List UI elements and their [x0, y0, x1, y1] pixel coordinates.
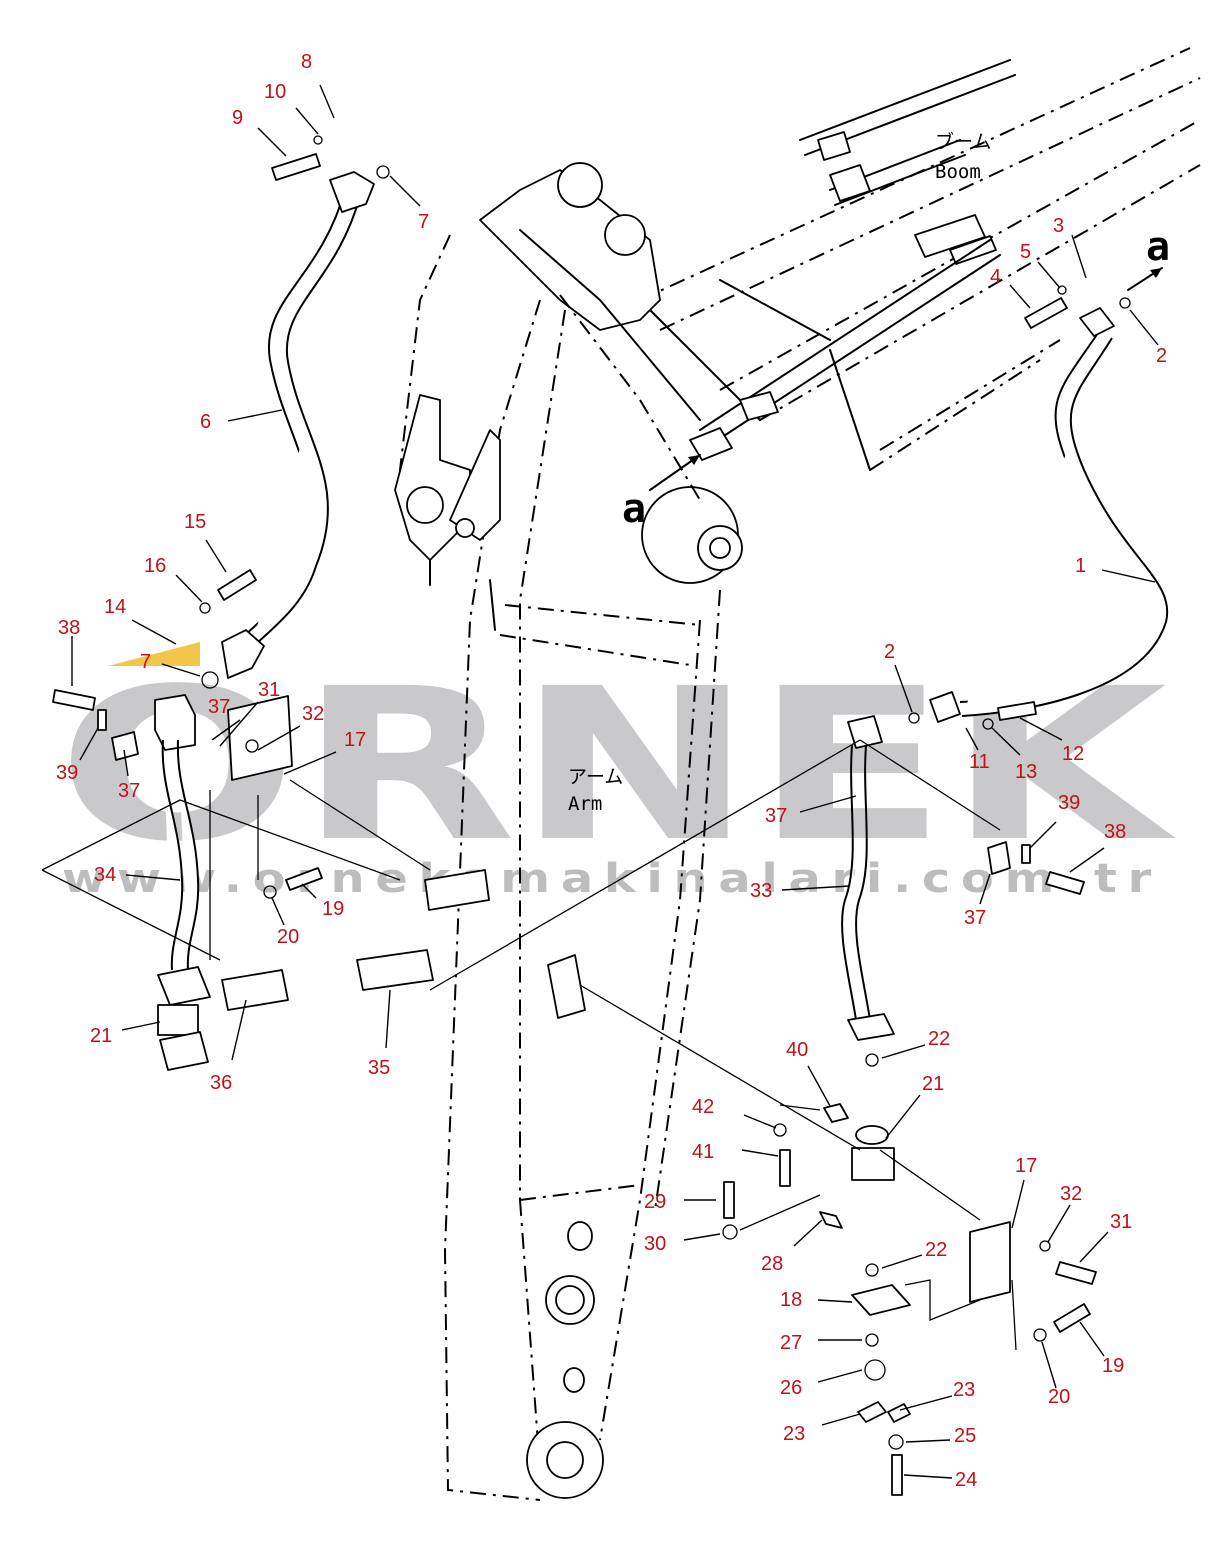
callout-6: 6	[200, 411, 211, 433]
callout-23: 23	[953, 1379, 975, 1401]
view-markers: a a	[622, 224, 1170, 532]
view-marker-a-top: a	[1146, 224, 1170, 270]
callout-11: 11	[969, 751, 990, 773]
callout-group: 1 2 2 3 4 5 6 7 7 8 9 10 11	[56, 51, 1167, 1491]
callout-40: 40	[786, 1039, 808, 1061]
callout-1: 1	[1075, 555, 1086, 577]
callout-32: 32	[302, 703, 324, 725]
callout-37: 37	[118, 780, 140, 802]
view-marker-a-arm: a	[622, 486, 646, 532]
callout-21: 21	[90, 1025, 112, 1047]
callout-32: 32	[1060, 1183, 1082, 1205]
callout-35: 35	[368, 1057, 390, 1079]
tube-33	[841, 715, 895, 1041]
callout-24: 24	[955, 1469, 977, 1491]
callout-21: 21	[922, 1073, 944, 1095]
callout-3: 3	[1053, 215, 1064, 237]
arm-label-jp: アーム	[568, 766, 623, 788]
callout-20: 20	[277, 926, 299, 948]
callout-13: 13	[1015, 761, 1037, 783]
callout-30: 30	[644, 1233, 666, 1255]
callout-22: 22	[928, 1028, 950, 1050]
callout-39: 39	[1058, 792, 1080, 814]
callout-2: 2	[884, 641, 895, 663]
callout-19: 19	[322, 898, 344, 920]
callout-37: 37	[765, 805, 787, 827]
callout-31: 31	[1110, 1211, 1132, 1233]
arm-structure: アーム Arm	[394, 234, 721, 1501]
callout-7: 7	[140, 651, 151, 673]
callout-17: 17	[344, 729, 366, 751]
boom-label-jp: ブーム	[935, 130, 991, 153]
callout-2: 2	[1156, 345, 1167, 367]
callout-38: 38	[58, 617, 80, 639]
callout-39: 39	[56, 762, 78, 784]
callout-22: 22	[925, 1239, 947, 1261]
callout-41: 41	[692, 1141, 714, 1163]
callout-27: 27	[780, 1332, 802, 1354]
callout-23: 23	[783, 1423, 805, 1445]
callout-37: 37	[208, 696, 230, 718]
callout-19: 19	[1102, 1355, 1124, 1377]
callout-9: 9	[232, 107, 243, 129]
tube-34	[154, 694, 211, 1071]
guide-lines	[41, 739, 1017, 1351]
callout-29: 29	[644, 1191, 666, 1213]
callout-16: 16	[144, 555, 166, 577]
arm-label-en: Arm	[568, 793, 602, 815]
callout-5: 5	[1020, 241, 1031, 263]
callout-33: 33	[750, 880, 772, 902]
highlight-mark	[108, 642, 200, 666]
callout-25: 25	[954, 1425, 976, 1447]
callout-42: 42	[692, 1096, 714, 1118]
callout-7: 7	[418, 211, 429, 233]
callout-8: 8	[301, 51, 312, 73]
callout-10: 10	[264, 81, 286, 103]
callout-15: 15	[184, 511, 206, 533]
watermark-url: www.orneksmakinalari.com.tr	[62, 856, 1162, 902]
callout-36: 36	[210, 1072, 232, 1094]
callout-28: 28	[761, 1253, 783, 1275]
callout-18: 18	[780, 1289, 802, 1311]
callout-37: 37	[964, 907, 986, 929]
callout-34: 34	[94, 864, 116, 886]
callout-31: 31	[258, 679, 280, 701]
callout-26: 26	[780, 1377, 802, 1399]
callout-12: 12	[1062, 743, 1084, 765]
callout-38: 38	[1104, 821, 1126, 843]
callout-4: 4	[990, 266, 1001, 288]
callout-20: 20	[1048, 1386, 1070, 1408]
boom-label-en: Boom	[935, 161, 981, 183]
callout-14: 14	[104, 596, 126, 618]
small-parts	[52, 135, 1131, 1496]
callout-17: 17	[1015, 1155, 1037, 1177]
hose-1	[929, 307, 1169, 723]
callouts: 1 2 2 3 4 5 6 7 7 8 9 10 11	[56, 51, 1167, 1491]
hose-6	[221, 171, 375, 679]
boom-structure: ブーム Boom	[479, 47, 1201, 584]
